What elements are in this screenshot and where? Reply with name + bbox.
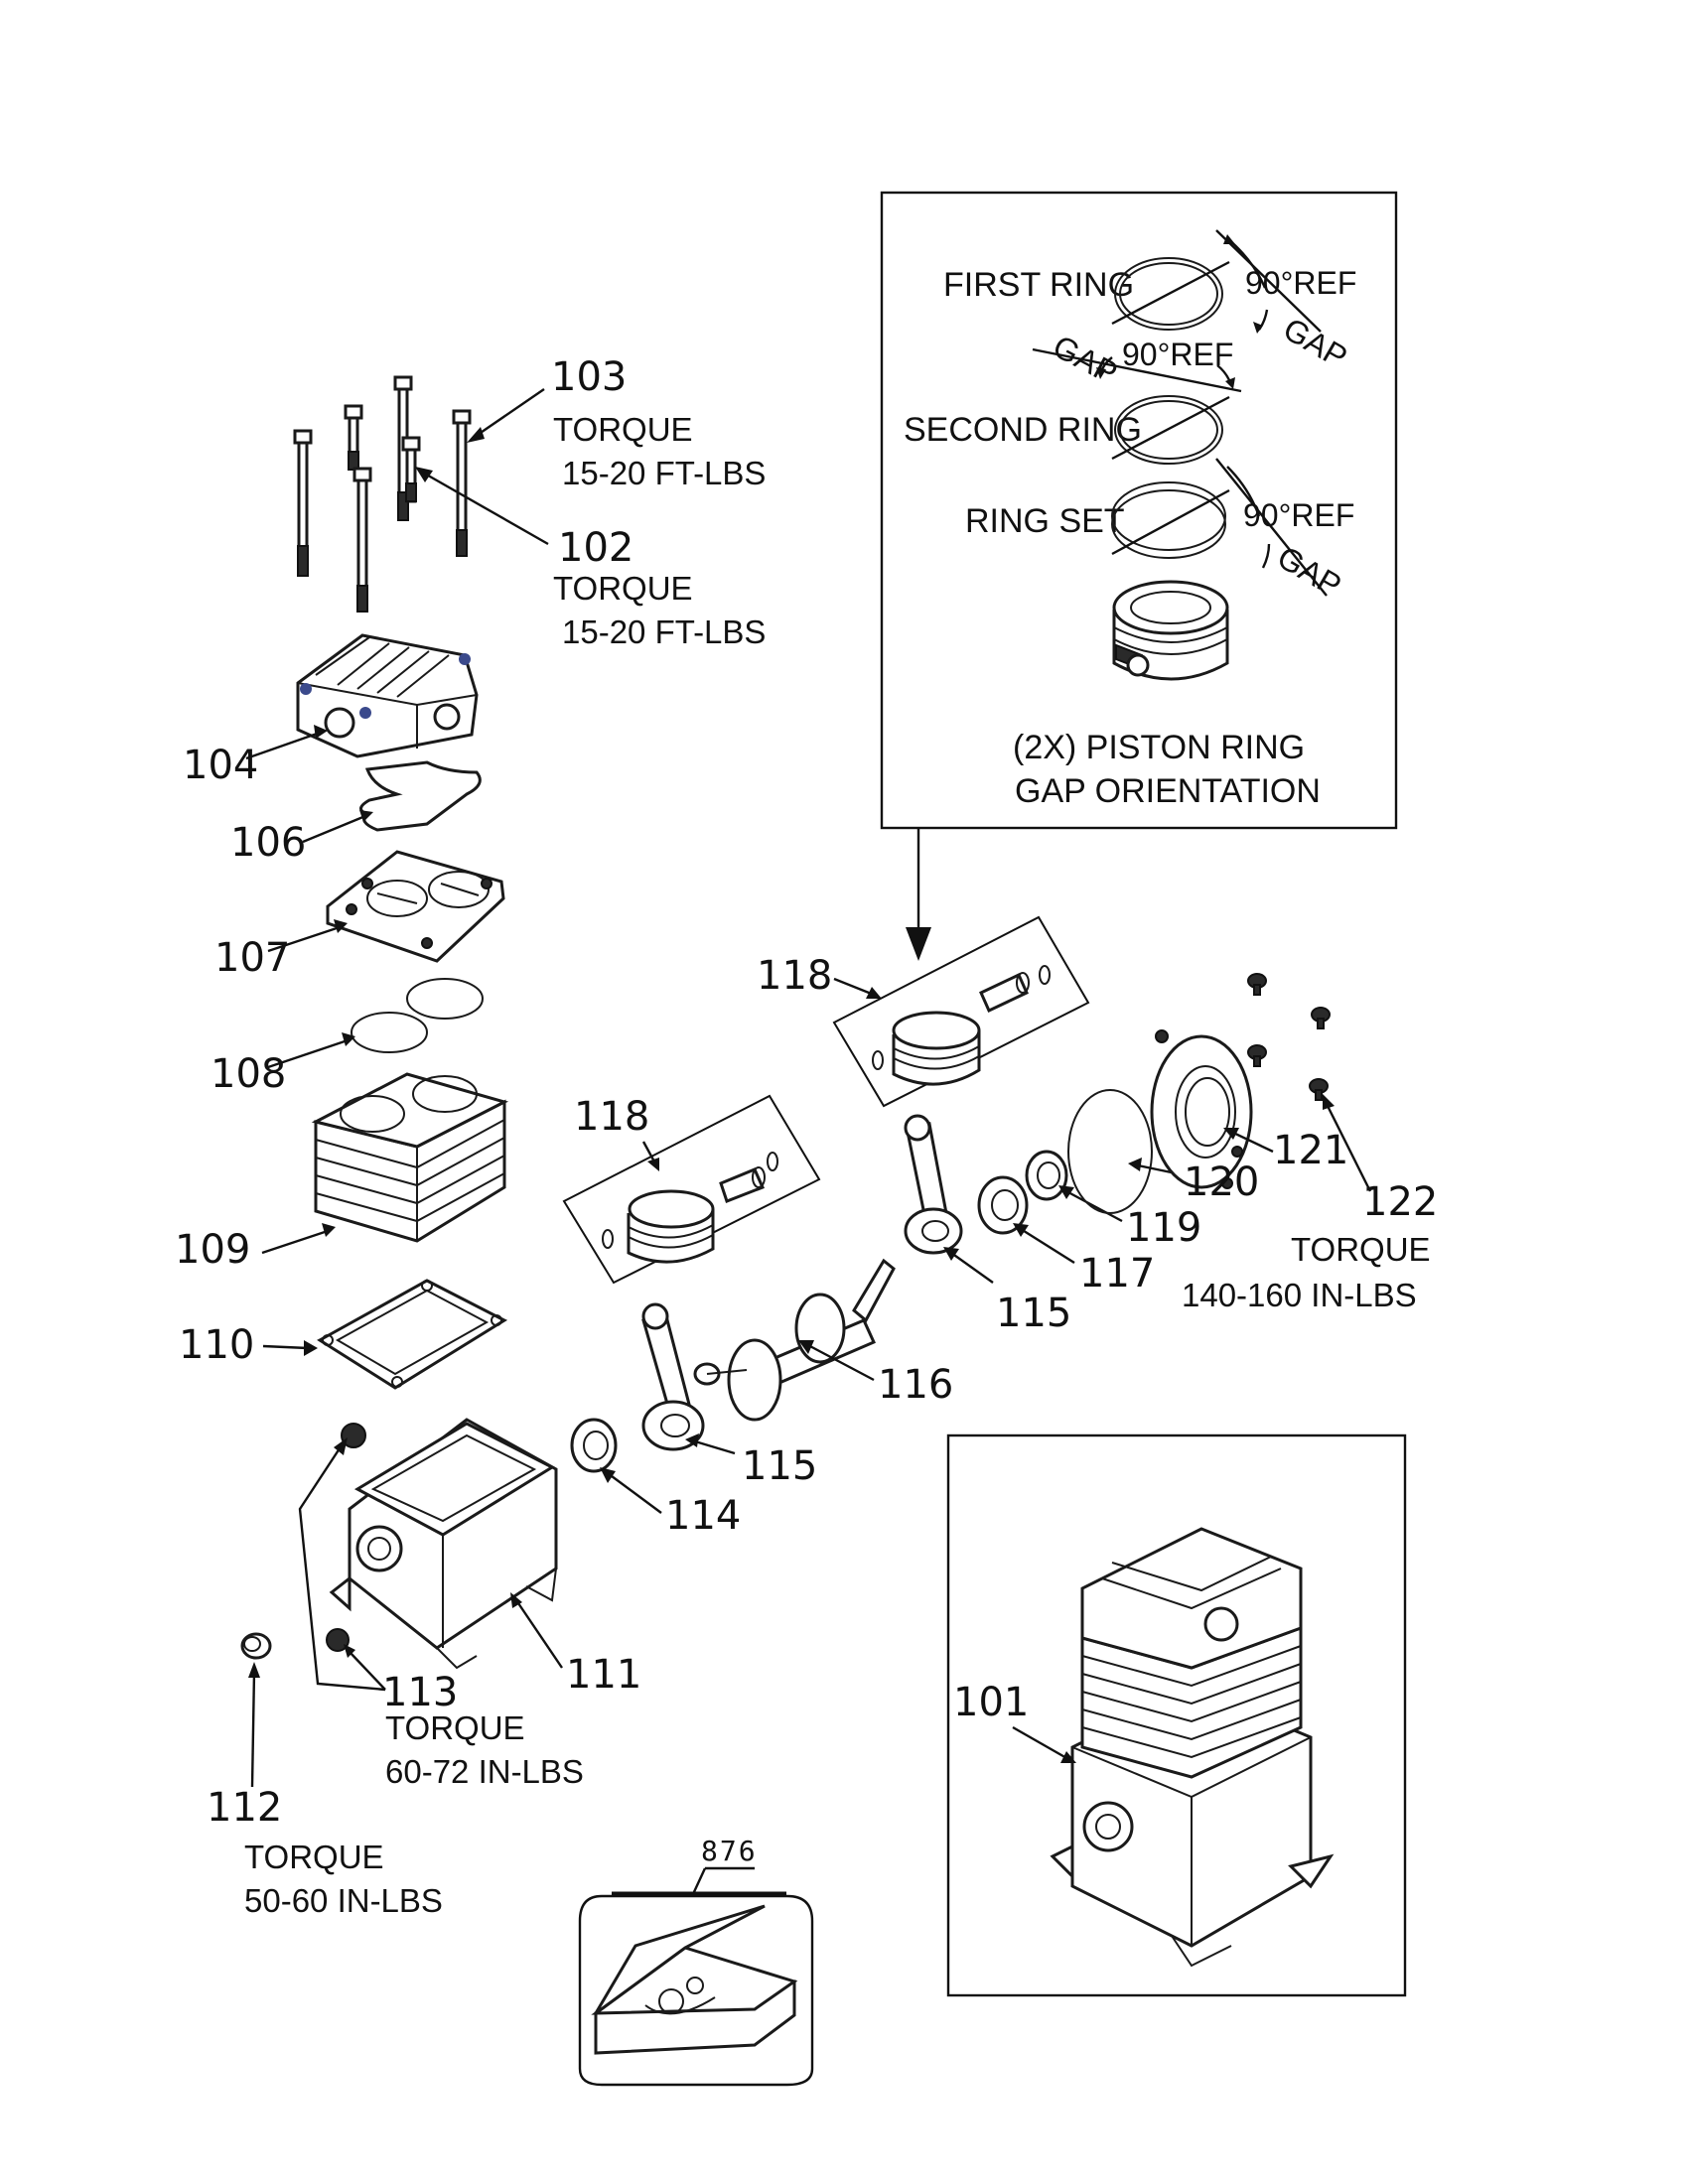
callout-122: 122 [1362, 1179, 1438, 1225]
piston-panel-upper [832, 915, 1090, 1108]
callout-103-torque: TORQUE [553, 411, 693, 448]
callout-120: 120 [1184, 1160, 1259, 1205]
crankcase-graphic [329, 1418, 558, 1670]
callout-876: 876 [701, 1835, 758, 1867]
leader-102 [422, 471, 549, 546]
leader-103 [474, 388, 545, 438]
bearing-117-graphic [977, 1175, 1029, 1235]
ring-set-label: RING SET [965, 502, 1125, 540]
callout-113: 113 [382, 1670, 458, 1715]
callout-122-torque: TORQUE [1291, 1231, 1431, 1268]
o-rings-graphic [351, 978, 484, 1053]
screws-122-graphic [1247, 973, 1331, 1101]
callout-103-value: 15-20 FT-LBS [562, 455, 766, 491]
ring-set-graphic [1111, 458, 1328, 597]
callout-101: 101 [953, 1680, 1029, 1725]
callout-113-value: 60-72 IN-LBS [385, 1753, 584, 1790]
inset-piston-graphic [1112, 580, 1229, 681]
callout-115-lower: 115 [742, 1443, 817, 1489]
second-ring-label: SECOND RING [904, 411, 1142, 449]
callout-102-value: 15-20 FT-LBS [562, 614, 766, 650]
callout-112: 112 [207, 1785, 282, 1831]
callout-110: 110 [179, 1322, 254, 1368]
callout-117: 117 [1079, 1251, 1155, 1297]
callout-111: 111 [566, 1652, 641, 1698]
cylinder-head-graphic [296, 633, 479, 758]
bearing-114-graphic [570, 1418, 618, 1473]
callout-107: 107 [214, 935, 290, 981]
callout-103: 103 [551, 354, 627, 400]
second-ring-graphic [1032, 347, 1242, 465]
repair-kit-graphic [578, 1866, 814, 2087]
callout-116: 116 [878, 1362, 953, 1408]
assembled-pump-inset [946, 1433, 1407, 1997]
connecting-rod-upper-graphic [904, 1114, 963, 1255]
ring-orientation-inset: FIRST RING SECOND RING RING SET 90°REF 9… [880, 191, 1398, 830]
callout-102-torque: TORQUE [553, 570, 693, 607]
callout-114: 114 [665, 1493, 741, 1539]
callout-118-lower: 118 [574, 1094, 649, 1140]
piston-panel-lower [562, 1094, 821, 1285]
ref-angle-2: 90°REF [1122, 337, 1233, 372]
inset-caption-line1: (2X) PISTON RING [1013, 729, 1305, 766]
bearing-carrier-graphic [1150, 1029, 1253, 1189]
cylinder-gasket-graphic [317, 1279, 508, 1390]
callout-119: 119 [1126, 1205, 1201, 1251]
callout-102: 102 [558, 525, 633, 571]
inset-caption-line2: GAP ORIENTATION [1015, 772, 1321, 810]
head-gasket-graphic [359, 760, 482, 832]
seal-119-graphic [1025, 1150, 1068, 1201]
callout-113-torque: TORQUE [385, 1709, 525, 1746]
callout-121: 121 [1273, 1128, 1348, 1173]
crankshaft-graphic [693, 1258, 896, 1422]
valve-plate-graphic [326, 850, 505, 963]
callout-118-upper: 118 [757, 953, 832, 999]
plug-112-graphic [240, 1632, 272, 1660]
inset-pointer-arrowhead [906, 927, 931, 961]
callout-115-upper: 115 [996, 1291, 1071, 1336]
first-ring-label: FIRST RING [943, 266, 1134, 304]
first-ring-graphic [1111, 229, 1322, 334]
callout-112-value: 50-60 IN-LBS [244, 1882, 443, 1919]
callout-112-torque: TORQUE [244, 1839, 384, 1875]
plug-113-graphic [326, 1423, 366, 1652]
cylinder-block-graphic [311, 1072, 509, 1243]
head-bolts [293, 375, 472, 613]
callout-108: 108 [211, 1051, 286, 1097]
callout-122-value: 140-160 IN-LBS [1182, 1277, 1417, 1313]
connecting-rod-lower-graphic [641, 1302, 705, 1451]
callout-106: 106 [230, 820, 306, 866]
bearing-gasket-graphic [1067, 1089, 1153, 1214]
callout-109: 109 [175, 1227, 250, 1273]
callout-104: 104 [183, 743, 258, 788]
